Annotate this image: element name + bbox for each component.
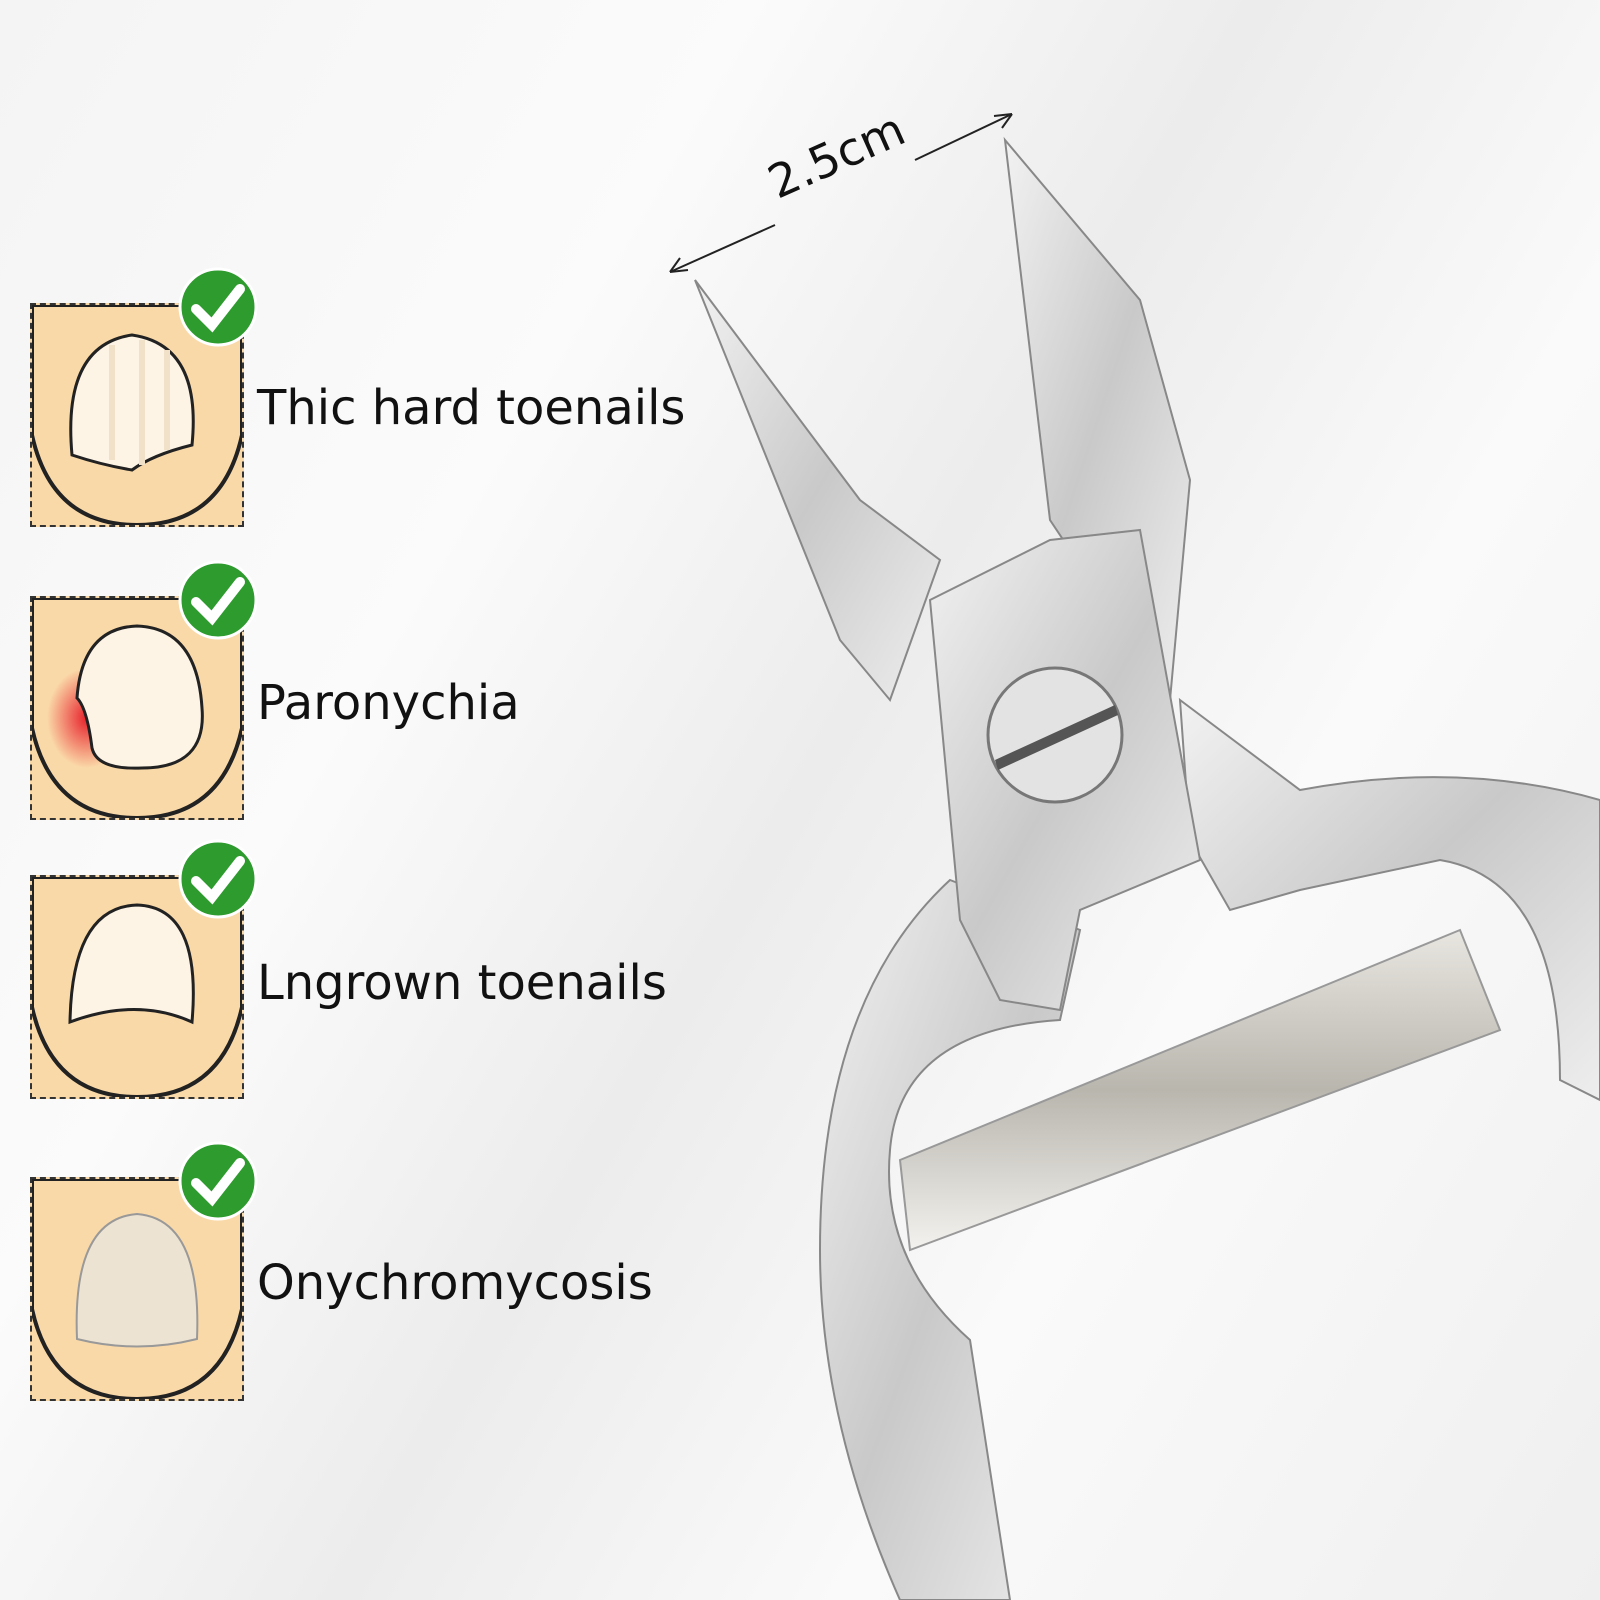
toe-illustration (32, 877, 242, 1097)
check-icon (178, 839, 258, 919)
toe-illustration (32, 1179, 242, 1399)
condition-card-onychomycosis (30, 1141, 258, 1401)
condition-label: Paronychia (257, 675, 520, 731)
condition-card-paronychia (30, 560, 258, 820)
condition-card-thick-nails (30, 267, 258, 527)
check-icon (178, 267, 258, 347)
check-icon (178, 1141, 258, 1221)
toe-illustration (32, 305, 242, 525)
check-icon (178, 560, 258, 640)
condition-label: Thic hard toenails (257, 380, 686, 436)
condition-label: Lngrown toenails (257, 955, 667, 1011)
toe-illustration (32, 598, 242, 818)
condition-label: Onychromycosis (257, 1255, 653, 1311)
condition-card-ingrown (30, 839, 258, 1099)
